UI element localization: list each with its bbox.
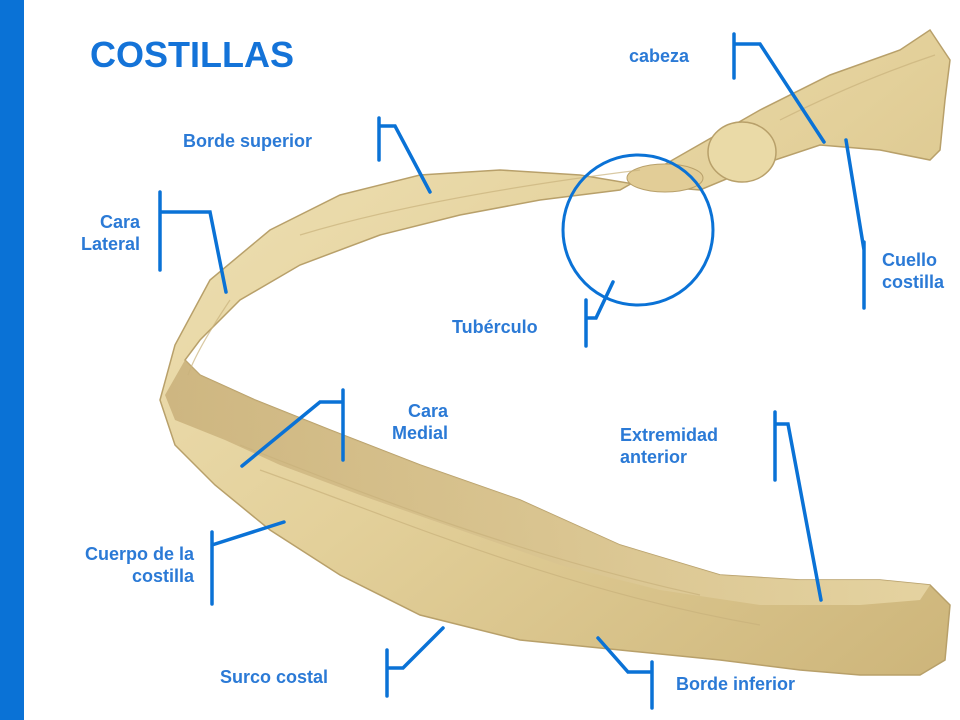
rib-shading: [187, 54, 936, 626]
leader-cuerpo: [210, 520, 286, 606]
label-cuerpo-costilla: Cuerpo de la costilla: [34, 543, 194, 587]
label-cuerpo-line2: costilla: [131, 566, 194, 586]
label-cuerpo-line1: Cuerpo de la: [84, 544, 194, 564]
label-cara-medial-line1: Cara: [407, 401, 448, 421]
leader-extremidad: [773, 410, 823, 602]
leader-lines: [158, 32, 866, 710]
label-borde-inferior: Borde inferior: [676, 674, 796, 694]
rib-tubercle-knob: [707, 121, 777, 183]
tubercle-circle: [561, 153, 715, 307]
leader-borde-inferior: [596, 636, 654, 710]
label-cara-lateral-line1: Cara: [99, 212, 140, 232]
label-cuello-line2: costilla: [882, 272, 945, 292]
leader-cara-lateral: [158, 190, 228, 294]
leader-cara-medial: [240, 388, 345, 468]
label-extremidad-line2: anterior: [620, 447, 688, 467]
rib-bone: [159, 28, 951, 676]
leader-cabeza: [732, 32, 826, 144]
label-surco-costal: Surco costal: [220, 667, 329, 687]
label-cara-medial-line2: Medial: [391, 423, 448, 443]
label-extremidad-line1: Extremidad: [620, 425, 719, 445]
label-borde-superior: Borde superior: [183, 131, 313, 151]
leader-borde-superior: [377, 116, 432, 194]
leader-tuberculo: [584, 280, 615, 348]
label-cara-lateral: Cara Lateral: [40, 211, 140, 255]
label-cuello-line1: Cuello: [882, 250, 938, 270]
rib-inner-surface: [165, 360, 930, 605]
leader-surco-costal: [385, 626, 445, 698]
slide-sidebar-bar: [0, 0, 24, 720]
label-extremidad-anterior: Extremidad anterior: [620, 424, 718, 468]
label-cuello-costilla: Cuello costilla: [882, 249, 944, 293]
label-cabeza: cabeza: [629, 46, 690, 66]
label-cara-medial: Cara Medial: [340, 400, 448, 444]
slide-title: COSTILLAS: [90, 34, 294, 75]
label-cara-lateral-line2: Lateral: [80, 234, 140, 254]
label-tuberculo: Tubérculo: [452, 317, 538, 337]
leader-cuello: [844, 138, 866, 310]
